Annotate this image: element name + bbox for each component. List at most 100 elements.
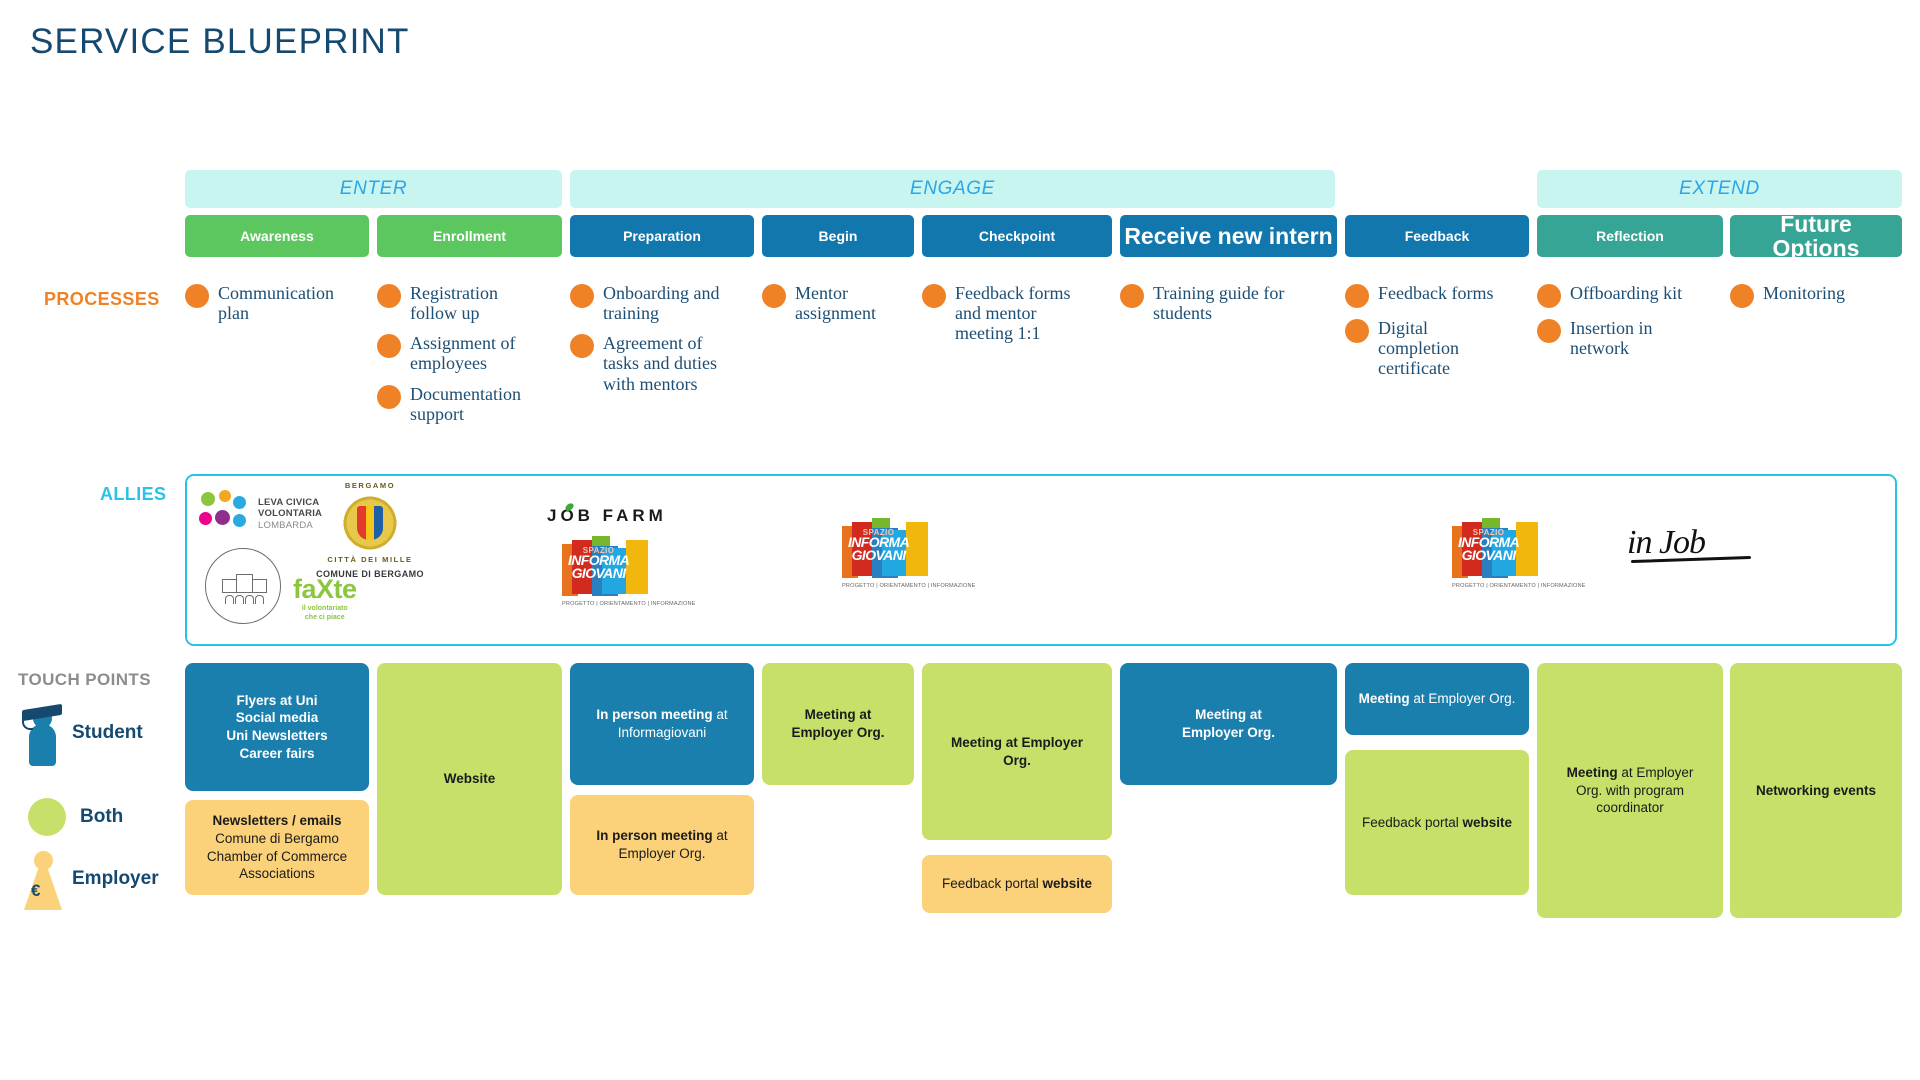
process-header-begin[interactable]: Begin <box>762 215 914 257</box>
logo-informagiovani-preparation: SPAZIO INFORMA GIOVANI PROGETTO | ORIENT… <box>562 536 696 607</box>
process-column-receive-new-intern: Training guide for students <box>1120 283 1337 333</box>
process-item: Registration follow up <box>377 283 562 323</box>
process-item-label: Training guide for students <box>1153 283 1285 324</box>
touchpoint-card-future-options[interactable]: Networking events <box>1730 663 1902 918</box>
leva-civica-mark-icon <box>199 490 251 538</box>
logo-in-job: in Job <box>1627 524 1752 563</box>
legend-item-employer: € Employer <box>20 848 159 910</box>
process-bullet-icon <box>377 384 401 409</box>
process-bullet-icon <box>1537 284 1561 308</box>
process-header-receive-new-intern[interactable]: Receive new intern <box>1120 215 1337 257</box>
process-bullet-icon <box>762 284 786 308</box>
employer-euro-icon: € <box>20 848 66 910</box>
process-header-checkpoint[interactable]: Checkpoint <box>922 215 1112 257</box>
process-item-label: Feedback forms <box>1378 283 1494 303</box>
phase-header-enter: ENTER <box>185 170 562 208</box>
informagiovani-mark-icon: SPAZIO INFORMA GIOVANI <box>842 518 930 580</box>
process-item: Digital completion certificate <box>1345 318 1529 378</box>
page-title: SERVICE BLUEPRINT <box>30 22 410 61</box>
ig-line2: GIOVANI <box>1461 547 1516 564</box>
bergamo-caption: COMUNE DI BERGAMO <box>316 569 424 579</box>
process-item: Feedback forms and mentor meeting 1:1 <box>922 283 1112 343</box>
ig-spazio: SPAZIO <box>582 546 615 555</box>
row-label-processes: PROCESSES <box>44 289 160 309</box>
legend-item-student: Student <box>20 700 143 766</box>
process-item-label: Mentor assignment <box>795 283 876 324</box>
touchpoint-card-label: Website <box>443 771 496 787</box>
row-label-touch-points: TOUCH POINTS <box>18 670 151 689</box>
process-column-awareness: Communication plan <box>185 283 369 333</box>
touchpoint-card-label: Networking events <box>1755 782 1877 798</box>
touchpoint-card-checkpoint[interactable]: Feedback portal website <box>922 855 1112 913</box>
touchpoint-card-feedback[interactable]: Feedback portal website <box>1345 750 1529 895</box>
in-job-wordmark: in Job <box>1627 524 1706 561</box>
ig-spazio: SPAZIO <box>1472 528 1505 537</box>
leva-civica-line3: LOMBARDA <box>258 519 313 531</box>
process-item-label: Documentation support <box>410 383 521 424</box>
phase-header-extend: EXTEND <box>1537 170 1902 208</box>
process-item: Communication plan <box>185 283 369 323</box>
process-bullet-icon <box>1120 284 1144 308</box>
process-bullet-icon <box>1730 284 1754 308</box>
phase-header-engage: ENGAGE <box>570 170 1335 208</box>
process-bullet-icon <box>377 334 401 359</box>
process-item-label: Monitoring <box>1763 283 1846 303</box>
ig-line2: GIOVANI <box>851 547 906 564</box>
ig-spazio: SPAZIO <box>862 528 895 537</box>
bergamo-arc-top: BERGAMO <box>344 481 396 490</box>
process-item-label: Registration follow up <box>410 283 498 324</box>
process-item-label: Communication plan <box>218 283 334 324</box>
process-item-label: Insertion in network <box>1570 318 1653 359</box>
process-column-future-options: Monitoring <box>1730 283 1902 318</box>
process-header-preparation[interactable]: Preparation <box>570 215 754 257</box>
process-header-reflection[interactable]: Reflection <box>1537 215 1723 257</box>
process-item-label: Onboarding and training <box>603 283 720 324</box>
process-column-checkpoint: Feedback forms and mentor meeting 1:1 <box>922 283 1112 353</box>
university-seal-icon <box>205 548 281 624</box>
process-bullet-icon <box>1345 284 1369 308</box>
process-item: Monitoring <box>1730 283 1902 308</box>
process-item-label: Assignment of employees <box>410 333 516 374</box>
process-header-awareness[interactable]: Awareness <box>185 215 369 257</box>
process-item: Insertion in network <box>1537 318 1723 358</box>
process-header-feedback[interactable]: Feedback <box>1345 215 1529 257</box>
touchpoint-card-label: Meeting at Employer Org. <box>1358 691 1516 707</box>
student-graduate-icon <box>20 700 66 766</box>
process-item: Offboarding kit <box>1537 283 1723 308</box>
legend-item-both: Both <box>28 798 123 836</box>
logo-university-seal <box>205 548 281 624</box>
touchpoint-card-feedback[interactable]: Meeting at Employer Org. <box>1345 663 1529 735</box>
process-item-label: Offboarding kit <box>1570 283 1683 303</box>
green-circle-icon <box>28 798 66 836</box>
process-item: Mentor assignment <box>762 283 914 323</box>
process-bullet-icon <box>377 284 401 308</box>
process-column-enrollment: Registration follow up Assignment of empl… <box>377 283 562 434</box>
faxte-tagline1: il volontariato <box>301 605 348 612</box>
process-bullet-icon <box>1345 319 1369 343</box>
faxte-tagline2: che ci piace <box>304 613 345 621</box>
leva-civica-line2: VOLONTARIA <box>258 508 323 520</box>
touchpoint-card-enrollment[interactable]: Website <box>377 663 562 895</box>
process-item: Agreement of tasks and duties with mento… <box>570 333 754 394</box>
process-header-enrollment[interactable]: Enrollment <box>377 215 562 257</box>
row-label-allies: ALLIES <box>100 484 167 504</box>
process-item: Feedback forms <box>1345 283 1529 308</box>
faxte-wordmark: faXte <box>293 574 357 604</box>
leva-civica-line1: LEVA CIVICA <box>258 497 320 509</box>
ig-tagline: PROGETTO | ORIENTAMENTO | INFORMAZIONE <box>1452 583 1586 589</box>
ig-tagline: PROGETTO | ORIENTAMENTO | INFORMAZIONE <box>562 601 696 607</box>
process-header-future-options[interactable]: Future Options <box>1730 212 1902 260</box>
